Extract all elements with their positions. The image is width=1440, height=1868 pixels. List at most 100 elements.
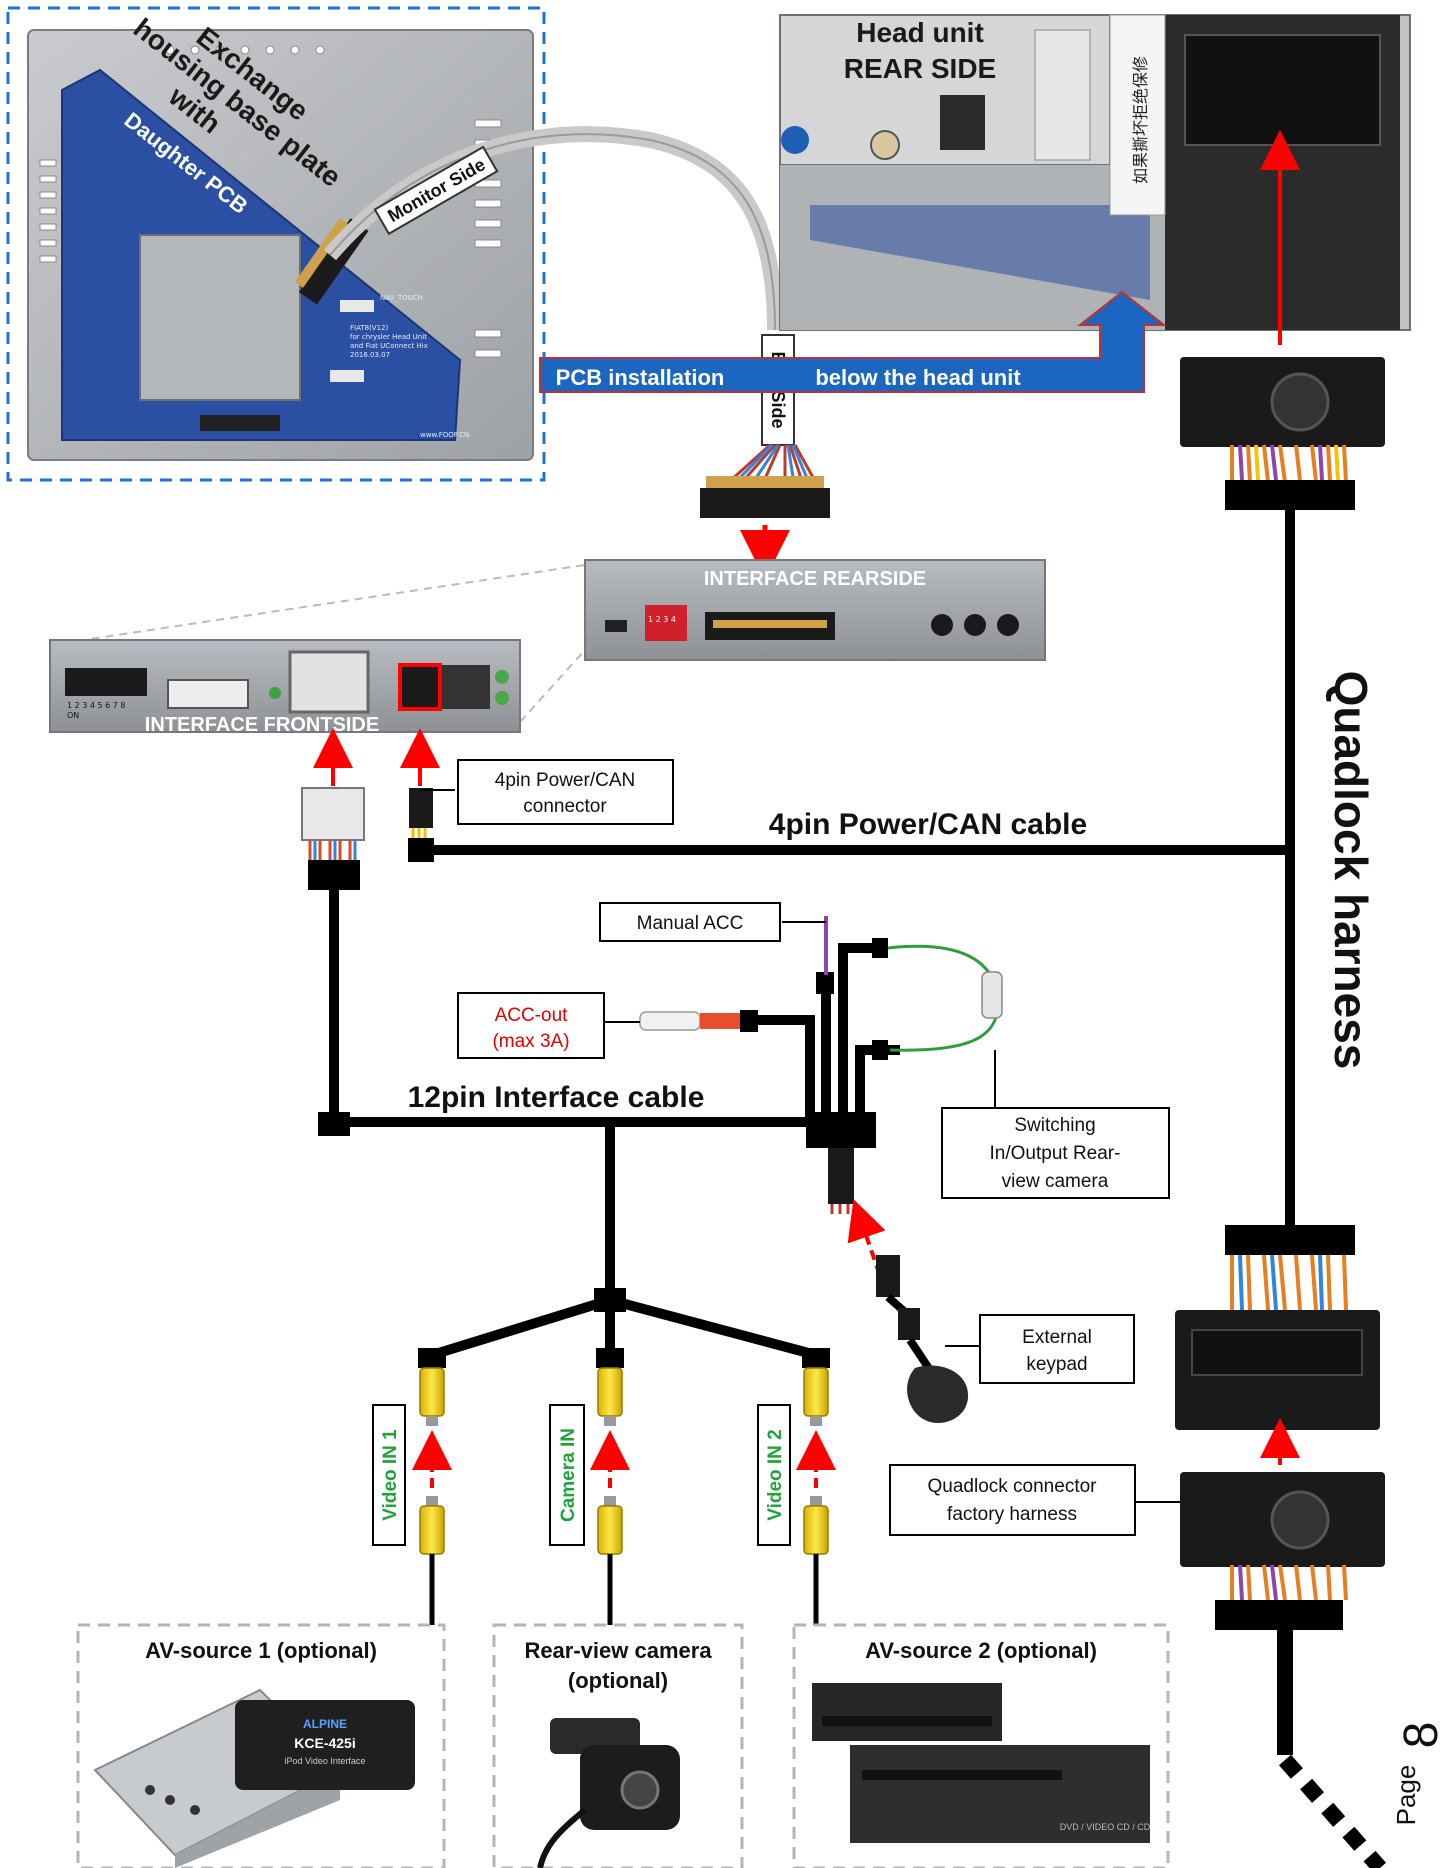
av-source-1: AV-source 1 (optional) ALPINE KCE-425i i… <box>76 1623 446 1868</box>
switching-label-2: In/Output Rear- <box>990 1143 1121 1164</box>
quadlock-conn-label-2: factory harness <box>947 1504 1077 1525</box>
quadlock-conn-box <box>889 1464 1136 1536</box>
cable-switch-1 <box>838 943 880 1122</box>
4pin-cable-label: 4pin Power/CAN cable <box>769 808 1087 841</box>
quadlock-conn-label-1: Quadlock connector <box>928 1476 1098 1497</box>
keypad-label-2: keypad <box>1026 1354 1087 1375</box>
12pin-cable-label: 12pin Interface cable <box>408 1081 705 1114</box>
rca-video-in-1 <box>412 1367 452 1625</box>
manual-acc-box <box>599 902 781 942</box>
external-keypad <box>907 1365 969 1424</box>
4pin-connector-label-2: connector <box>523 796 607 817</box>
keypad-cable <box>828 1148 969 1424</box>
head-unit-socket-slot <box>1184 34 1381 146</box>
front-green-led-2 <box>495 691 509 705</box>
install-banner: PCB installation below the head unit <box>539 290 1167 393</box>
head-unit-blue-port <box>781 126 809 154</box>
av1-device-brand: ALPINE <box>303 1717 347 1731</box>
pcb-small-connector-2 <box>330 370 364 382</box>
av1-device-model: KCE-425i <box>294 1735 355 1751</box>
pcb-silk-line-3: and Fiat UConnect Hix <box>350 342 428 350</box>
manual-acc-label: Manual ACC <box>637 913 744 934</box>
acc-out-label-2: (max 3A) <box>492 1031 569 1052</box>
head-unit-title: Head unit <box>856 17 984 48</box>
camera-source-title-1: Rear-view camera <box>524 1638 712 1663</box>
av-source-2: AV-source 2 (optional) DVD / VIDEO CD / … <box>792 1623 1170 1868</box>
rear-dip-nums: 1 2 3 4 <box>648 615 676 624</box>
av-source-2-title: AV-source 2 (optional) <box>865 1638 1097 1663</box>
switching-wire-fuse <box>981 971 1003 1019</box>
av1-tv-box-front <box>175 1770 340 1868</box>
keypad-box <box>979 1314 1135 1384</box>
camera-in-box <box>549 1404 585 1546</box>
rca-camera-in <box>590 1367 630 1625</box>
pcb-connector-bottom <box>200 415 280 431</box>
arrow-keypad-to-interface <box>847 1199 887 1291</box>
rca-video-in-2 <box>796 1367 836 1625</box>
camera-lens <box>620 1770 660 1810</box>
video-in-2-label: Video IN 2 <box>765 1429 786 1521</box>
rear-dip-switch <box>645 605 687 641</box>
cable-acc-out <box>745 1015 815 1122</box>
perspective-line-top <box>49 564 586 646</box>
video-in-1-box <box>372 1404 406 1546</box>
4pin-connector-box <box>457 759 674 825</box>
interface-frontside: 1 2 3 4 5 6 7 8 ON INTERFACE FRONTSIDE <box>49 639 521 736</box>
pcb-silk-line-2: for chrysler Head Unit <box>350 333 427 341</box>
cable-switch-2 <box>855 1045 900 1122</box>
head-unit-slot-cutout <box>1034 29 1091 161</box>
camera-in-label: Camera IN <box>558 1428 579 1522</box>
pcb-silk-web: www.FOOP.CN <box>420 431 469 439</box>
rear-view-camera-source: Rear-view camera (optional) <box>492 1623 744 1868</box>
rear-ribbon-socket-pins <box>713 620 827 628</box>
page-word: Page <box>1391 1765 1421 1826</box>
av1-ipod-interface <box>235 1700 415 1790</box>
rear-button-1 <box>931 614 953 636</box>
rear-button-3 <box>997 614 1019 636</box>
pcb-dashed-frame <box>6 6 546 482</box>
pcb-shield-can <box>139 234 301 401</box>
12pin-connector <box>301 787 365 890</box>
switching-label-3: view camera <box>1002 1171 1109 1192</box>
pcb-housing-group: FIAT8(V12) for chrysler Head Unit and Fi… <box>6 6 546 482</box>
camera-source-title-2: (optional) <box>568 1668 668 1693</box>
interface-rear-label: INTERFACE REARSIDE <box>704 568 926 590</box>
front-dip-switch <box>65 668 147 696</box>
head-unit-pcb-edge <box>810 205 1150 300</box>
front-dip-nums: 1 2 3 4 5 6 7 8 <box>67 701 126 710</box>
acc-out-box <box>457 992 605 1059</box>
page-number: 8 <box>1395 1722 1440 1749</box>
front-dip-on: ON <box>67 711 79 720</box>
video-in-2-box <box>757 1404 791 1546</box>
front-4pin-socket <box>398 663 442 711</box>
front-12pin-socket <box>288 650 370 714</box>
av2-changer <box>850 1745 1150 1843</box>
pcb-small-connector <box>340 300 374 312</box>
head-unit-group: 如果撕坏拒绝保修 Head unit REAR SIDE <box>779 14 1411 331</box>
head-unit-sticker <box>1109 14 1166 216</box>
quadlock-harness-label: Quadlock harness <box>1325 671 1377 1070</box>
acc-out-label-1: ACC-out <box>495 1005 569 1026</box>
head-unit-sticker-text: 如果撕坏拒绝保修 <box>1131 56 1150 184</box>
perspective-line-bottom <box>519 649 586 723</box>
head-unit-subtitle: REAR SIDE <box>844 53 996 84</box>
video-in-1-label: Video IN 1 <box>380 1429 401 1521</box>
pcb-silk-line-4: 2016.03.07 <box>350 351 390 359</box>
av-source-1-title: AV-source 1 (optional) <box>145 1638 377 1663</box>
pcb-silk-top: NAV_TOUCH <box>380 294 423 302</box>
install-banner-left: PCB installation <box>556 365 725 390</box>
av1-device-sub: iPod Video Interface <box>285 1756 366 1766</box>
keypad-label-1: External <box>1022 1327 1092 1348</box>
acc-out-connector <box>639 1011 740 1031</box>
rear-button-2 <box>964 614 986 636</box>
rear-mini-usb <box>605 620 627 632</box>
switching-box <box>941 1107 1170 1199</box>
ribbon-end-connector <box>700 443 830 518</box>
camera-cable <box>537 1807 587 1868</box>
interface-rearside: INTERFACE REARSIDE 1 2 3 4 <box>584 559 1046 661</box>
front-led <box>269 687 281 699</box>
ribbon-cable-edge <box>329 133 776 331</box>
front-white-socket <box>167 679 249 709</box>
quadlock-top <box>1180 357 1385 510</box>
